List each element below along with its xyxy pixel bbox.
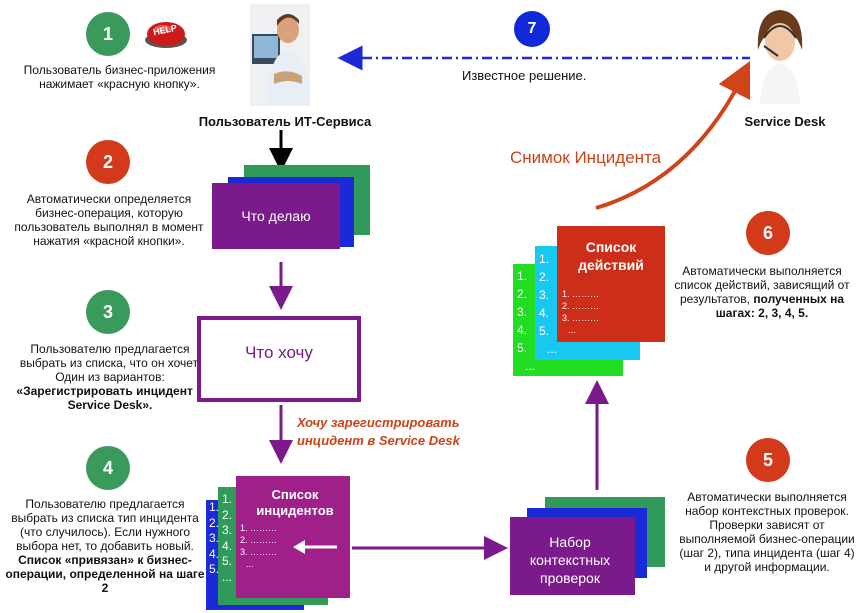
incident-snapshot-label: Снимок Инцидента — [510, 148, 662, 167]
actions-lime-numbers: 1. 2. 3. 4. 5. ... — [517, 267, 536, 375]
step-2-text: Автоматически определяется бизнес-операц… — [14, 192, 204, 248]
list-item: 3. — [209, 531, 220, 545]
list-item: ... — [246, 559, 254, 569]
actions-list-title: Список действий — [578, 239, 644, 273]
step-6-text: Автоматически выполняется список действи… — [672, 264, 852, 320]
want-box — [197, 316, 361, 402]
incident-front-items: 1. ……… 2. ……… 3. ……… ... — [240, 522, 277, 570]
actions-front-items: 1. ……… 2. ……… 3. ……… ... — [562, 288, 599, 336]
service-desk-photo — [750, 4, 810, 104]
step-3-text: Пользователю предлагается выбрать из спи… — [10, 342, 210, 412]
list-item: 1. ……… — [562, 289, 600, 299]
help-button-icon: HELP — [143, 12, 189, 50]
checks-card-label: Набор контекстных проверок — [529, 534, 611, 586]
list-item: 3. ……… — [562, 313, 600, 323]
step-3-badge: 3 — [86, 290, 130, 334]
step-5-text: Автоматически выполняется набор контекст… — [679, 490, 855, 574]
list-item: 2. — [222, 507, 233, 522]
service-desk-label: Service Desk — [744, 114, 826, 129]
list-item: 1. ……… — [240, 523, 278, 533]
step-3-text-main: Пользователю предлагается выбрать из спи… — [19, 342, 201, 384]
step-3-text-bold: «Зарегистрировать инцидент в Service Des… — [16, 384, 204, 412]
step-1-badge: 1 — [86, 12, 130, 56]
incident-list-title: Список инцидентов — [256, 487, 334, 518]
list-item: 1. — [517, 269, 528, 283]
list-item: 3. ……… — [240, 547, 278, 557]
step-4-badge: 4 — [86, 446, 130, 490]
step-5-badge: 5 — [746, 438, 790, 482]
it-user-photo — [250, 4, 310, 106]
checks-card-front — [510, 517, 635, 595]
actions-cyan-numbers: 1. 2. 3. 4. 5. ... — [539, 250, 558, 358]
want-box-label: Что хочу — [245, 343, 313, 362]
step-6-badge: 6 — [746, 211, 790, 255]
step-4-text-main: Пользователю предлагается выбрать из спи… — [11, 497, 199, 553]
step-6-text-main: Автоматически выполняется список действи… — [674, 264, 850, 306]
step-7-text: Известное решение. — [462, 68, 587, 83]
list-item: ... — [547, 342, 558, 356]
it-user-label: Пользователь ИТ-Сервиса — [198, 114, 372, 129]
step-6-text-bold: полученных на шагах: 2, 3, 4, 5. — [715, 292, 845, 320]
list-item: ... — [525, 359, 536, 373]
list-item: ... — [568, 325, 576, 335]
step-1-text: Пользователь бизнес-приложения нажимает … — [23, 63, 216, 91]
incident-mid-numbers: 1. 2. 3. 4. 5. ... — [222, 492, 236, 585]
list-item: 4. — [517, 323, 528, 337]
list-item: 5. — [222, 554, 233, 568]
list-item: 2. — [517, 287, 528, 301]
list-item: 3. — [517, 305, 528, 319]
step-4-text: Пользователю предлагается выбрать из спи… — [4, 497, 206, 595]
list-item: 4. — [209, 546, 220, 561]
incident-back-numbers: 1. 2. 3. 4. 5. — [209, 500, 223, 578]
list-item: 5. — [539, 324, 550, 338]
incident-card-front — [236, 476, 350, 598]
doing-card-label: Что делаю — [241, 208, 311, 224]
list-item: 4. — [539, 306, 550, 320]
list-item: 1. — [209, 500, 220, 514]
list-item: 1. — [539, 252, 550, 266]
list-item: ... — [222, 569, 233, 584]
actions-card-front — [557, 226, 665, 342]
list-item: 2. ……… — [240, 535, 278, 545]
step-7-badge: 7 — [514, 11, 550, 47]
list-item: 1. — [222, 492, 233, 506]
step-4-text-bold: Список «привязан» к бизнес-операции, опр… — [5, 553, 205, 595]
arrow-snapshot — [595, 60, 752, 210]
doing-card-front — [212, 183, 340, 249]
list-item: 2. — [209, 515, 220, 530]
list-item: 2. ……… — [562, 301, 600, 311]
list-item: 4. — [222, 538, 233, 553]
list-item: 3. — [222, 523, 233, 537]
list-item: 5. — [209, 562, 220, 576]
list-item: 5. — [517, 341, 528, 355]
list-item: 2. — [539, 270, 550, 284]
list-item: 3. — [539, 288, 550, 302]
step-2-badge: 2 — [86, 140, 130, 184]
want-register-label: Хочу зарегистрировать инцидент в Service… — [297, 415, 460, 448]
selection-arrow-icon — [293, 540, 337, 554]
